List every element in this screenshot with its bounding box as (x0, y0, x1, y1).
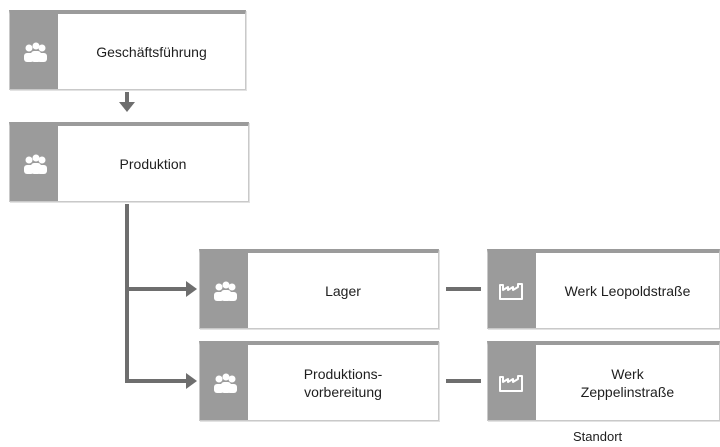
factory-icon (488, 253, 536, 328)
node-label: Lager (325, 282, 361, 299)
org-unit-icon (200, 345, 248, 420)
node-produktionsvorbereitung[interactable]: Produktions- vorbereitung (199, 341, 439, 421)
node-label: Werk Zeppelinstraße (580, 365, 675, 400)
org-unit-icon (200, 253, 248, 328)
node-produktion[interactable]: Produktion (9, 122, 249, 202)
node-lager[interactable]: Lager (199, 249, 439, 329)
node-label: Werk Leopoldstraße (564, 282, 691, 299)
org-unit-icon (10, 14, 58, 89)
arrow-head-down (119, 102, 135, 112)
arrow-head-right (186, 281, 197, 297)
node-label: Produktion (119, 155, 187, 172)
org-unit-icon (10, 126, 58, 201)
node-werk-zeppelinstrasse[interactable]: Werk Zeppelinstraße (487, 341, 720, 421)
node-label: Geschäftsführung (96, 43, 207, 60)
arrow-head-right (186, 373, 197, 389)
node-geschaeftsfuehrung[interactable]: Geschäftsführung (9, 10, 246, 90)
node-label: Produktions- vorbereitung (303, 365, 383, 400)
node-werk-leopoldstrasse[interactable]: Werk Leopoldstraße (487, 249, 720, 329)
standort-caption: Standort (573, 429, 623, 444)
factory-icon (488, 345, 536, 420)
